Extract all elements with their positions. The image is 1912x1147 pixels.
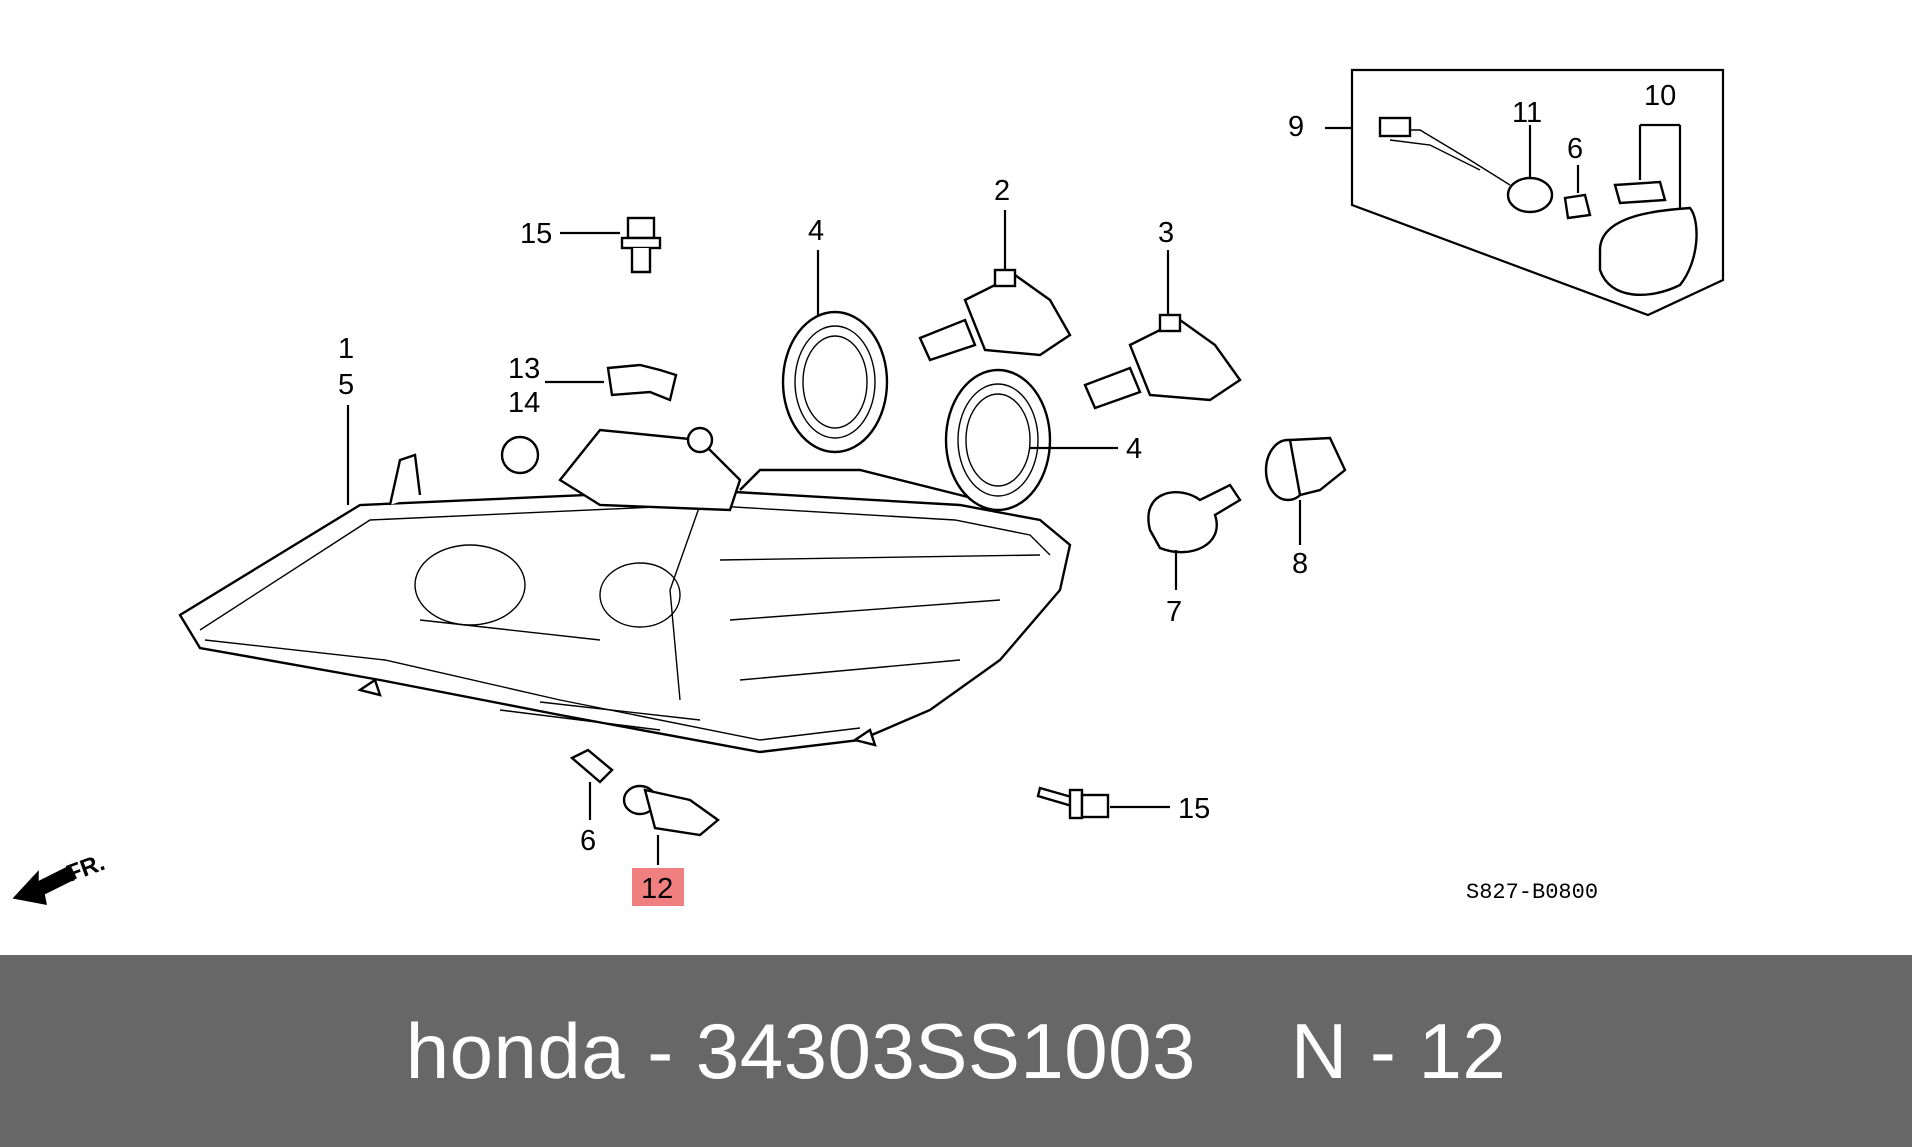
headlight-exploded-view: 1 5 2 3 4 4 6 6 7 8 9 10 11 13 14 15 15 … bbox=[12, 68, 1725, 906]
callout-1: 1 bbox=[338, 333, 354, 365]
callout-12-highlighted: 12 bbox=[641, 873, 673, 905]
callout-14: 14 bbox=[508, 387, 540, 419]
callout-6-bottom: 6 bbox=[580, 825, 596, 857]
front-arrow-icon: FR. bbox=[12, 849, 109, 905]
bulb-part-6-bottom bbox=[569, 748, 614, 820]
callout-6-inset: 6 bbox=[1567, 133, 1583, 165]
headlight-assembly-part bbox=[178, 426, 1072, 754]
caption-part-number: honda - 34303SS1003 bbox=[405, 1006, 1196, 1095]
seal-ring-part-4-left bbox=[781, 250, 889, 454]
bulb-part-7 bbox=[1147, 483, 1242, 590]
socket-part-8 bbox=[1264, 436, 1347, 545]
callout-4-left: 4 bbox=[808, 215, 824, 247]
bolt-part-15-bottom bbox=[1036, 786, 1170, 820]
callout-10: 10 bbox=[1644, 80, 1676, 112]
callout-9: 9 bbox=[1288, 111, 1304, 143]
callout-3: 3 bbox=[1158, 217, 1174, 249]
parts-diagram: 1 5 2 3 4 4 6 6 7 8 9 10 11 13 14 15 15 … bbox=[12, 68, 1725, 906]
bulb-part-3 bbox=[1083, 250, 1242, 410]
clip-part-13-14 bbox=[545, 363, 678, 402]
highlight-box-12 bbox=[632, 868, 684, 906]
side-marker-inset bbox=[1325, 68, 1725, 317]
seal-ring-part-4-right bbox=[944, 368, 1118, 512]
caption-bar: honda - 34303SS1003 N - 12 bbox=[0, 955, 1912, 1147]
bolt-part-15-top bbox=[560, 216, 662, 274]
callout-15-bottom: 15 bbox=[1178, 793, 1210, 825]
callout-5: 5 bbox=[338, 369, 354, 401]
reference-code: S827-B0800 bbox=[1466, 880, 1598, 905]
callout-11: 11 bbox=[1512, 97, 1542, 129]
caption-text: honda - 34303SS1003 N - 12 bbox=[0, 955, 1912, 1147]
bulb-part-2 bbox=[918, 210, 1072, 362]
front-label: FR. bbox=[63, 849, 109, 888]
callout-7: 7 bbox=[1166, 596, 1182, 628]
callout-15-top: 15 bbox=[520, 218, 552, 250]
callout-13: 13 bbox=[508, 353, 540, 385]
callout-2: 2 bbox=[994, 175, 1010, 207]
caption-position: N - 12 bbox=[1290, 1006, 1507, 1095]
callout-8: 8 bbox=[1292, 548, 1308, 580]
callout-4-right: 4 bbox=[1126, 433, 1142, 465]
socket-part-12 bbox=[622, 784, 720, 865]
